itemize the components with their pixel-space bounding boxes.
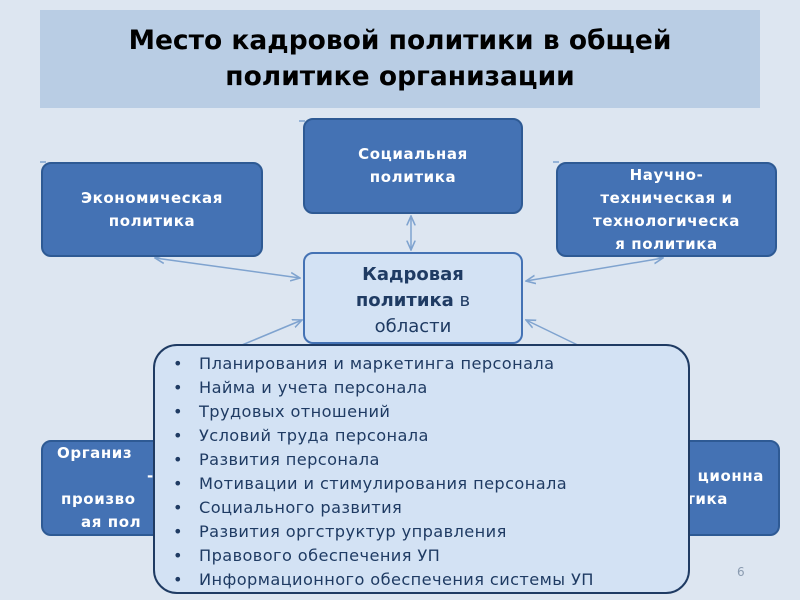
economic-policy-box: Экономическая политика: [41, 162, 263, 257]
scientific-policy-box: Научно- техническая и технологическа я п…: [556, 162, 777, 257]
org-policy-line: Организ: [57, 444, 133, 462]
social-policy-label: Социальная политика: [358, 145, 468, 186]
arrow-economic-center: [155, 258, 300, 278]
policy-areas-list: Планирования и маркетинга персонала Найм…: [173, 352, 688, 592]
arrow-scientific-center: [526, 258, 663, 281]
list-item: Информационного обеспечения системы УП: [173, 568, 688, 592]
page-number: 6: [737, 565, 745, 579]
economic-policy-label: Экономическая политика: [80, 188, 224, 230]
list-item: Правового обеспечения УП: [173, 544, 688, 568]
org-policy-line: ая пол: [81, 513, 142, 531]
hr-policy-box: Кадровая политика в области: [303, 252, 523, 344]
hr-policy-preposition: в: [453, 290, 471, 311]
list-item: Трудовых отношений: [173, 400, 688, 424]
scientific-policy-line: я политика: [615, 234, 718, 253]
list-item: Социального развития: [173, 496, 688, 520]
hr-policy-word1: Кадровая: [362, 264, 464, 285]
social-policy-box: Социальная политика: [303, 118, 523, 214]
right-lower-policy-line: ционна: [697, 467, 764, 485]
policy-areas-box: Планирования и маркетинга персонала Найм…: [153, 344, 690, 594]
slide-title: Место кадровой политики в общей политике…: [128, 25, 672, 92]
scientific-policy-line: технологическа: [593, 211, 740, 230]
org-policy-line: -: [147, 467, 154, 485]
list-item: Условий труда персонала: [173, 424, 688, 448]
list-item: Развития персонала: [173, 448, 688, 472]
title-banner: Место кадровой политики в общей политике…: [40, 10, 760, 108]
hr-policy-word2: политика: [355, 290, 454, 311]
right-lower-policy-line: тика: [686, 490, 728, 508]
org-policy-line: произво: [61, 490, 136, 508]
list-item: Мотивации и стимулирования персонала: [173, 472, 688, 496]
scientific-policy-line: техническая и: [600, 188, 733, 207]
list-item: Развития оргструктур управления: [173, 520, 688, 544]
list-item: Найма и учета персонала: [173, 376, 688, 400]
list-item: Планирования и маркетинга персонала: [173, 352, 688, 376]
hr-policy-area-word: области: [374, 316, 452, 337]
scientific-policy-line: Научно-: [629, 165, 704, 184]
